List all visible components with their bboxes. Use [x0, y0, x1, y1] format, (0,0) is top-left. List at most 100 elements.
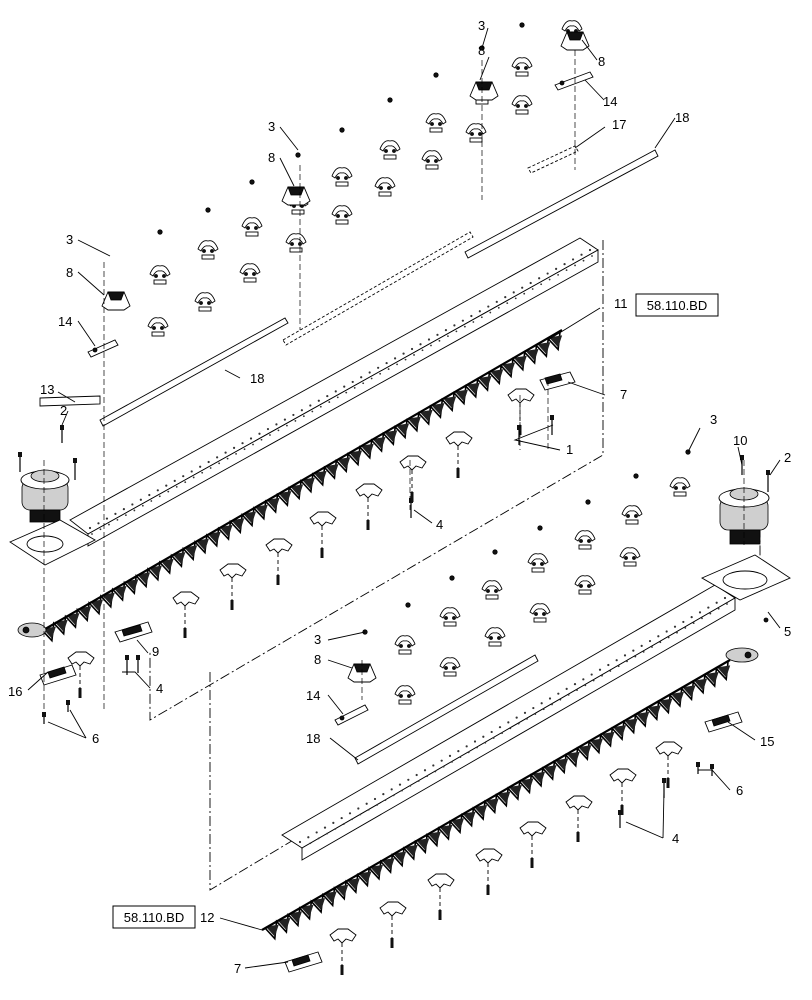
channel-hole [667, 636, 670, 639]
callout-2: 2 [60, 403, 67, 418]
channel-hole [617, 665, 620, 668]
knife-section [78, 606, 92, 619]
knife-section [207, 531, 221, 544]
hold-down-clip [511, 95, 533, 107]
hold-down-clip [529, 603, 551, 615]
hold-down-top [107, 291, 125, 301]
bolt-head [66, 700, 70, 705]
channel-hole [311, 410, 314, 413]
channel-hole [427, 338, 431, 341]
gearbox-drive-left [9, 469, 96, 566]
channel-hole [457, 749, 460, 753]
callout-8: 8 [478, 43, 485, 58]
knife-section [659, 698, 673, 711]
knife-section [372, 436, 386, 449]
knife-section [184, 545, 198, 558]
channel-hole [334, 827, 337, 830]
channel-hole [607, 663, 610, 667]
channel-hole [580, 253, 583, 256]
channel-hole [334, 390, 337, 393]
grease-fitting [763, 617, 769, 623]
channel-hole [226, 457, 229, 460]
channel-hole [124, 514, 127, 517]
upper-plate-17 [527, 145, 579, 174]
knife-guard [265, 538, 293, 554]
knife-section [89, 599, 103, 612]
channel-hole [377, 366, 380, 369]
channel-hole [490, 730, 493, 734]
callout-6: 6 [92, 731, 99, 746]
channel-hole [507, 721, 510, 724]
channel-hole [359, 813, 362, 816]
channel-hole [715, 601, 718, 604]
channel-hole [482, 735, 485, 738]
clip-spacer [425, 164, 439, 170]
hold-down-clip [421, 150, 443, 162]
channel-hole [609, 670, 612, 672]
clip-bolt [579, 539, 583, 543]
bolt-head [618, 810, 622, 815]
channel-hole [336, 396, 339, 399]
clip-bolt [674, 486, 678, 490]
channel-hole [717, 607, 720, 610]
knife-section [705, 671, 719, 684]
channel-hole [362, 382, 365, 385]
channel-hole [634, 655, 637, 658]
hold-down-clip [394, 685, 416, 697]
upper-knife-guards [67, 388, 535, 698]
channel-hole [478, 310, 481, 313]
knife-section [462, 811, 476, 824]
channel-hole [574, 264, 576, 267]
channel-hole [514, 297, 517, 300]
channel-hole [423, 769, 427, 772]
hold-down-clip [481, 580, 503, 592]
callout-14: 14 [58, 314, 72, 329]
clip-spacer [198, 306, 212, 312]
clip-bolt [624, 556, 628, 560]
callout-4: 4 [436, 517, 443, 532]
clip-bolt [336, 176, 340, 180]
channel-hole [190, 470, 193, 473]
channel-hole [175, 485, 178, 488]
channel-hole [300, 409, 303, 412]
knife-section [160, 558, 174, 571]
channel-hole [565, 269, 568, 272]
clip-bolt [542, 612, 546, 616]
channel-hole [565, 687, 568, 691]
knife-guard [475, 848, 503, 864]
knife-section [502, 362, 516, 375]
knife-section [566, 751, 580, 764]
channel-hole [557, 273, 560, 276]
knife-section [578, 745, 592, 758]
guard-bolt [183, 628, 187, 638]
channel-hole [723, 596, 727, 600]
clip-bolt [399, 644, 403, 648]
knife-head-right [725, 647, 759, 663]
knife-section [474, 804, 488, 817]
channel-hole [492, 737, 495, 739]
lower-knife-back [261, 659, 731, 931]
dome-nut [387, 97, 393, 103]
channel-hole [590, 673, 593, 676]
channel-hole [472, 321, 475, 323]
channel-hole [690, 616, 693, 619]
clip-spacer [398, 649, 412, 655]
lower-channel-holes [298, 596, 728, 849]
channel-hole [241, 442, 244, 445]
callout-15: 15 [760, 734, 774, 749]
hold-down-clip [621, 505, 643, 517]
channel-hole [582, 678, 585, 681]
knife-section [137, 572, 151, 585]
knife-guard [609, 768, 637, 784]
knife-section [485, 798, 499, 811]
guard-bolt [320, 548, 324, 558]
guard-bolt [530, 858, 534, 868]
channel-hole [294, 420, 297, 422]
channel-hole [557, 692, 560, 695]
clip-bolt [162, 274, 166, 278]
knife-section [346, 878, 360, 891]
channel-hole [470, 314, 473, 318]
channel-hole [396, 363, 398, 366]
channel-hole [591, 255, 593, 257]
channel-hole [342, 823, 345, 825]
